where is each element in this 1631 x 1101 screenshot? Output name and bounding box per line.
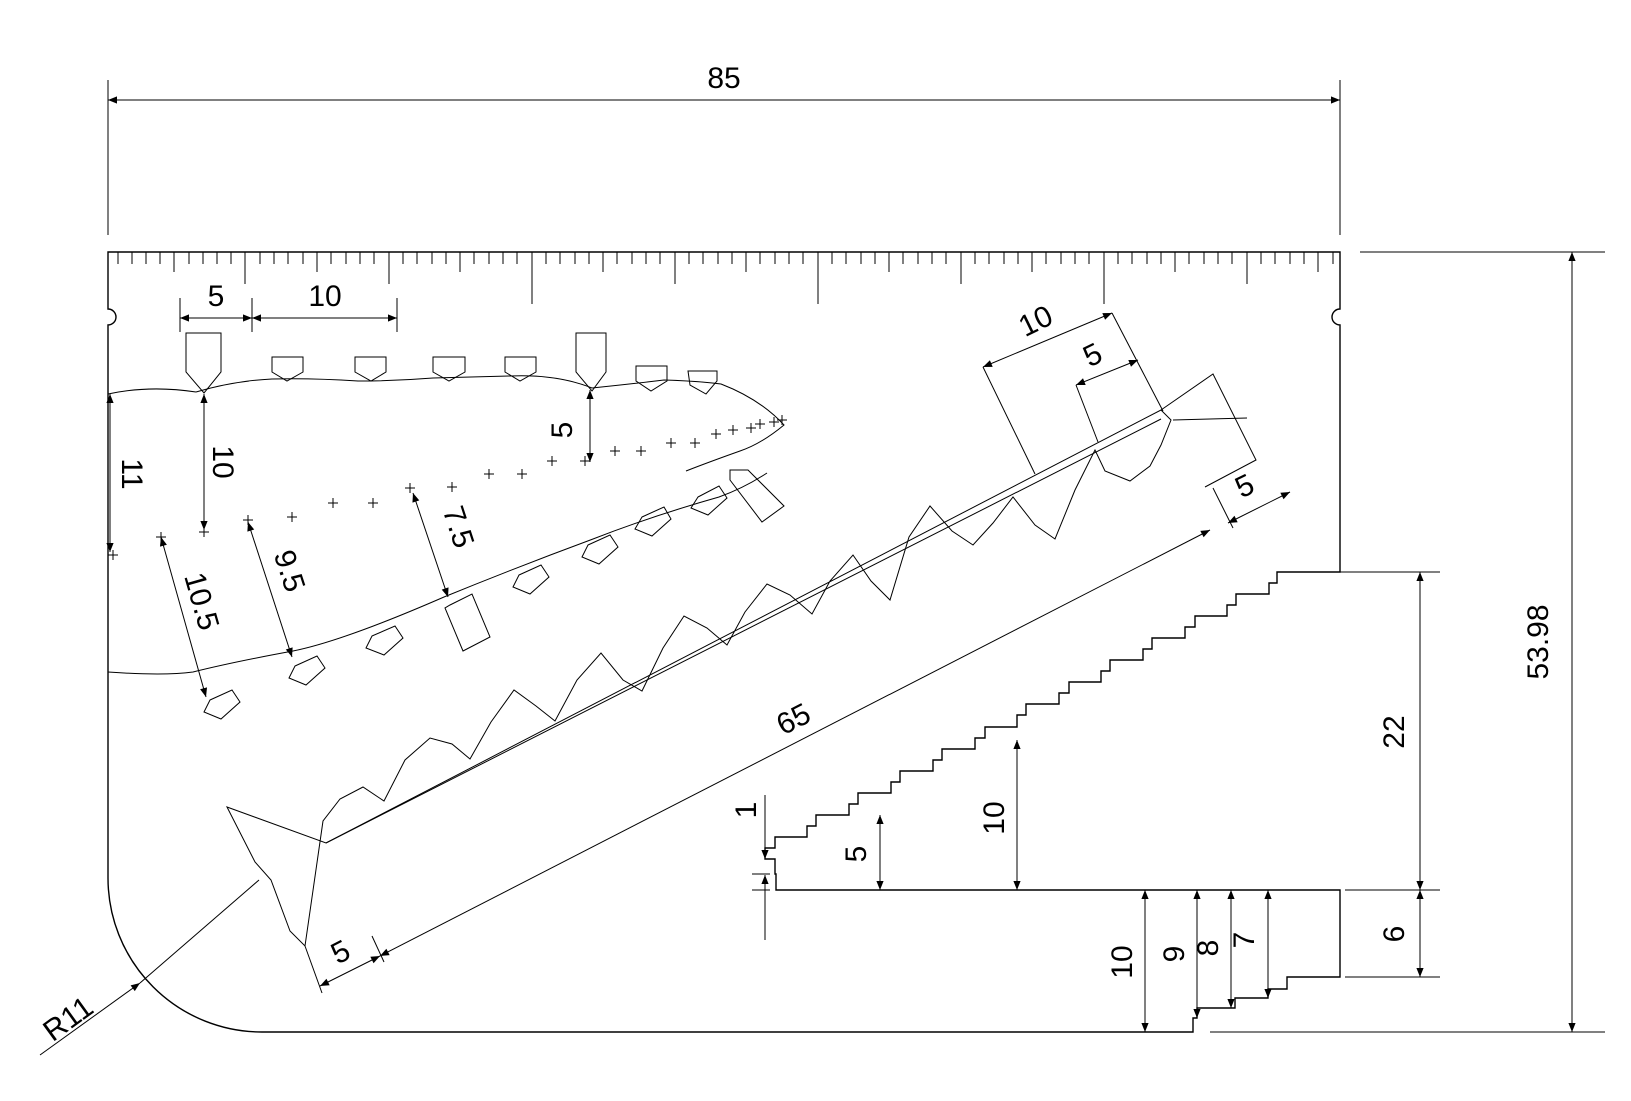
dim-gauge-10: 10 bbox=[1106, 945, 1139, 978]
dim-gauge-7: 7 bbox=[1228, 932, 1261, 949]
dimension-lines bbox=[39, 80, 1605, 1056]
dim-scale-10: 10 bbox=[308, 280, 341, 313]
dim-taper-5: 5 bbox=[546, 422, 579, 439]
dim-saw-10: 10 bbox=[1014, 299, 1058, 343]
dim-saw-5-top: 5 bbox=[1078, 337, 1107, 374]
dim-taper-7-5: 7.5 bbox=[436, 502, 480, 552]
dim-step-10: 10 bbox=[978, 801, 1011, 834]
center-crosses bbox=[108, 415, 787, 560]
dim-saw-5-right: 5 bbox=[1230, 468, 1259, 505]
dim-taper-10-5: 10.5 bbox=[177, 569, 225, 634]
dim-saw-5-bottom: 5 bbox=[326, 934, 356, 971]
dim-step-1: 1 bbox=[730, 802, 763, 819]
dim-step-5: 5 bbox=[840, 846, 873, 863]
dim-scale-5: 5 bbox=[208, 280, 225, 313]
dim-taper-10: 10 bbox=[206, 445, 239, 478]
dim-overall-height: 53.98 bbox=[1522, 604, 1555, 679]
dim-gauge-8: 8 bbox=[1192, 940, 1225, 957]
dimension-labels: 85 53.98 5 10 11 10 5 10.5 9.5 7.5 10 5 … bbox=[37, 62, 1555, 1048]
dim-step-6: 6 bbox=[1378, 926, 1411, 943]
ruler-ticks bbox=[117, 252, 1334, 304]
dim-radius: R11 bbox=[37, 990, 99, 1048]
dim-taper-11: 11 bbox=[115, 458, 148, 489]
dim-step-22: 22 bbox=[1378, 715, 1411, 748]
dim-overall-width: 85 bbox=[707, 62, 740, 95]
dim-taper-9-5: 9.5 bbox=[267, 546, 311, 596]
saw-blade bbox=[225, 373, 1257, 948]
dim-gauge-9: 9 bbox=[1158, 946, 1191, 963]
